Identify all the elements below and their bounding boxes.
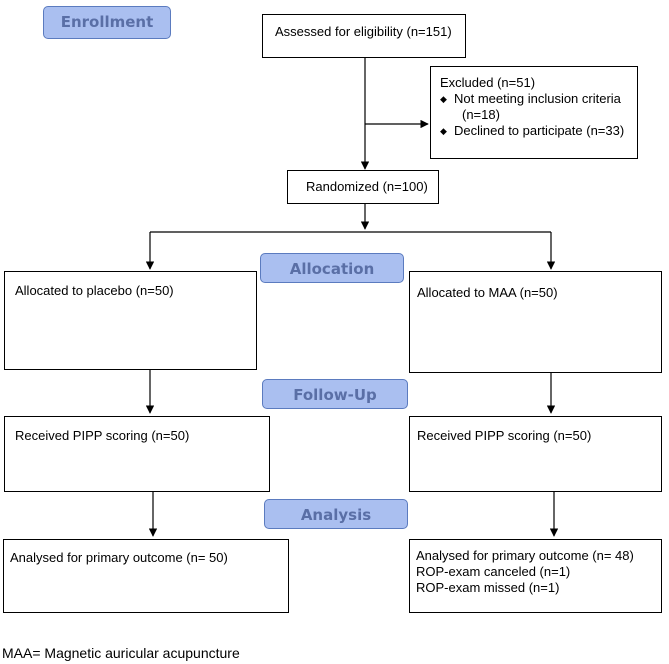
placebo-followup-box: Received PIPP scoring (n=50): [4, 416, 270, 492]
assessed-box: Assessed for eligibility (n=151): [262, 14, 466, 58]
excluded-title: Excluded (n=51): [440, 75, 536, 90]
placebo-analysis-box: Analysed for primary outcome (n= 50): [3, 539, 289, 613]
stage-follow-up: Follow-Up: [262, 379, 408, 409]
maa-allocation-box: Allocated to MAA (n=50): [409, 271, 662, 373]
diamond-bullet-icon: ◆: [440, 94, 447, 104]
stage-allocation: Allocation: [260, 253, 404, 283]
maa-analysis-line: ROP-exam missed (n=1): [416, 580, 560, 595]
placebo-allocation-label: Allocated to placebo (n=50): [15, 283, 174, 298]
diamond-bullet-icon: ◆: [440, 126, 447, 136]
placebo-followup-label: Received PIPP scoring (n=50): [15, 428, 190, 443]
assessed-label: Assessed for eligibility (n=151): [275, 24, 452, 39]
randomized-box: Randomized (n=100): [287, 170, 439, 204]
maa-analysis-line: Analysed for primary outcome (n= 48): [416, 548, 634, 563]
excluded-item: ◆ Not meeting inclusion criteria (n=18): [440, 91, 633, 123]
placebo-allocation-box: Allocated to placebo (n=50): [4, 271, 257, 370]
excluded-item-text: Not meeting inclusion criteria: [454, 91, 621, 106]
placebo-analysis-line: Analysed for primary outcome (n= 50): [10, 550, 228, 565]
excluded-item-text: Declined to participate (n=33): [454, 123, 625, 138]
excluded-item-count: (n=18): [462, 107, 500, 122]
maa-followup-box: Received PIPP scoring (n=50): [409, 416, 662, 492]
maa-allocation-label: Allocated to MAA (n=50): [417, 285, 558, 300]
randomized-label: Randomized (n=100): [306, 179, 428, 194]
footnote: MAA= Magnetic auricular acupuncture: [2, 645, 240, 661]
maa-analysis-line: ROP-exam canceled (n=1): [416, 564, 571, 579]
excluded-item: ◆ Declined to participate (n=33): [440, 123, 633, 139]
maa-analysis-box: Analysed for primary outcome (n= 48) ROP…: [409, 539, 662, 613]
stage-analysis: Analysis: [264, 499, 408, 529]
stage-enrollment: Enrollment: [43, 6, 171, 39]
maa-followup-label: Received PIPP scoring (n=50): [417, 428, 592, 443]
excluded-box: Excluded (n=51) ◆ Not meeting inclusion …: [430, 66, 638, 159]
